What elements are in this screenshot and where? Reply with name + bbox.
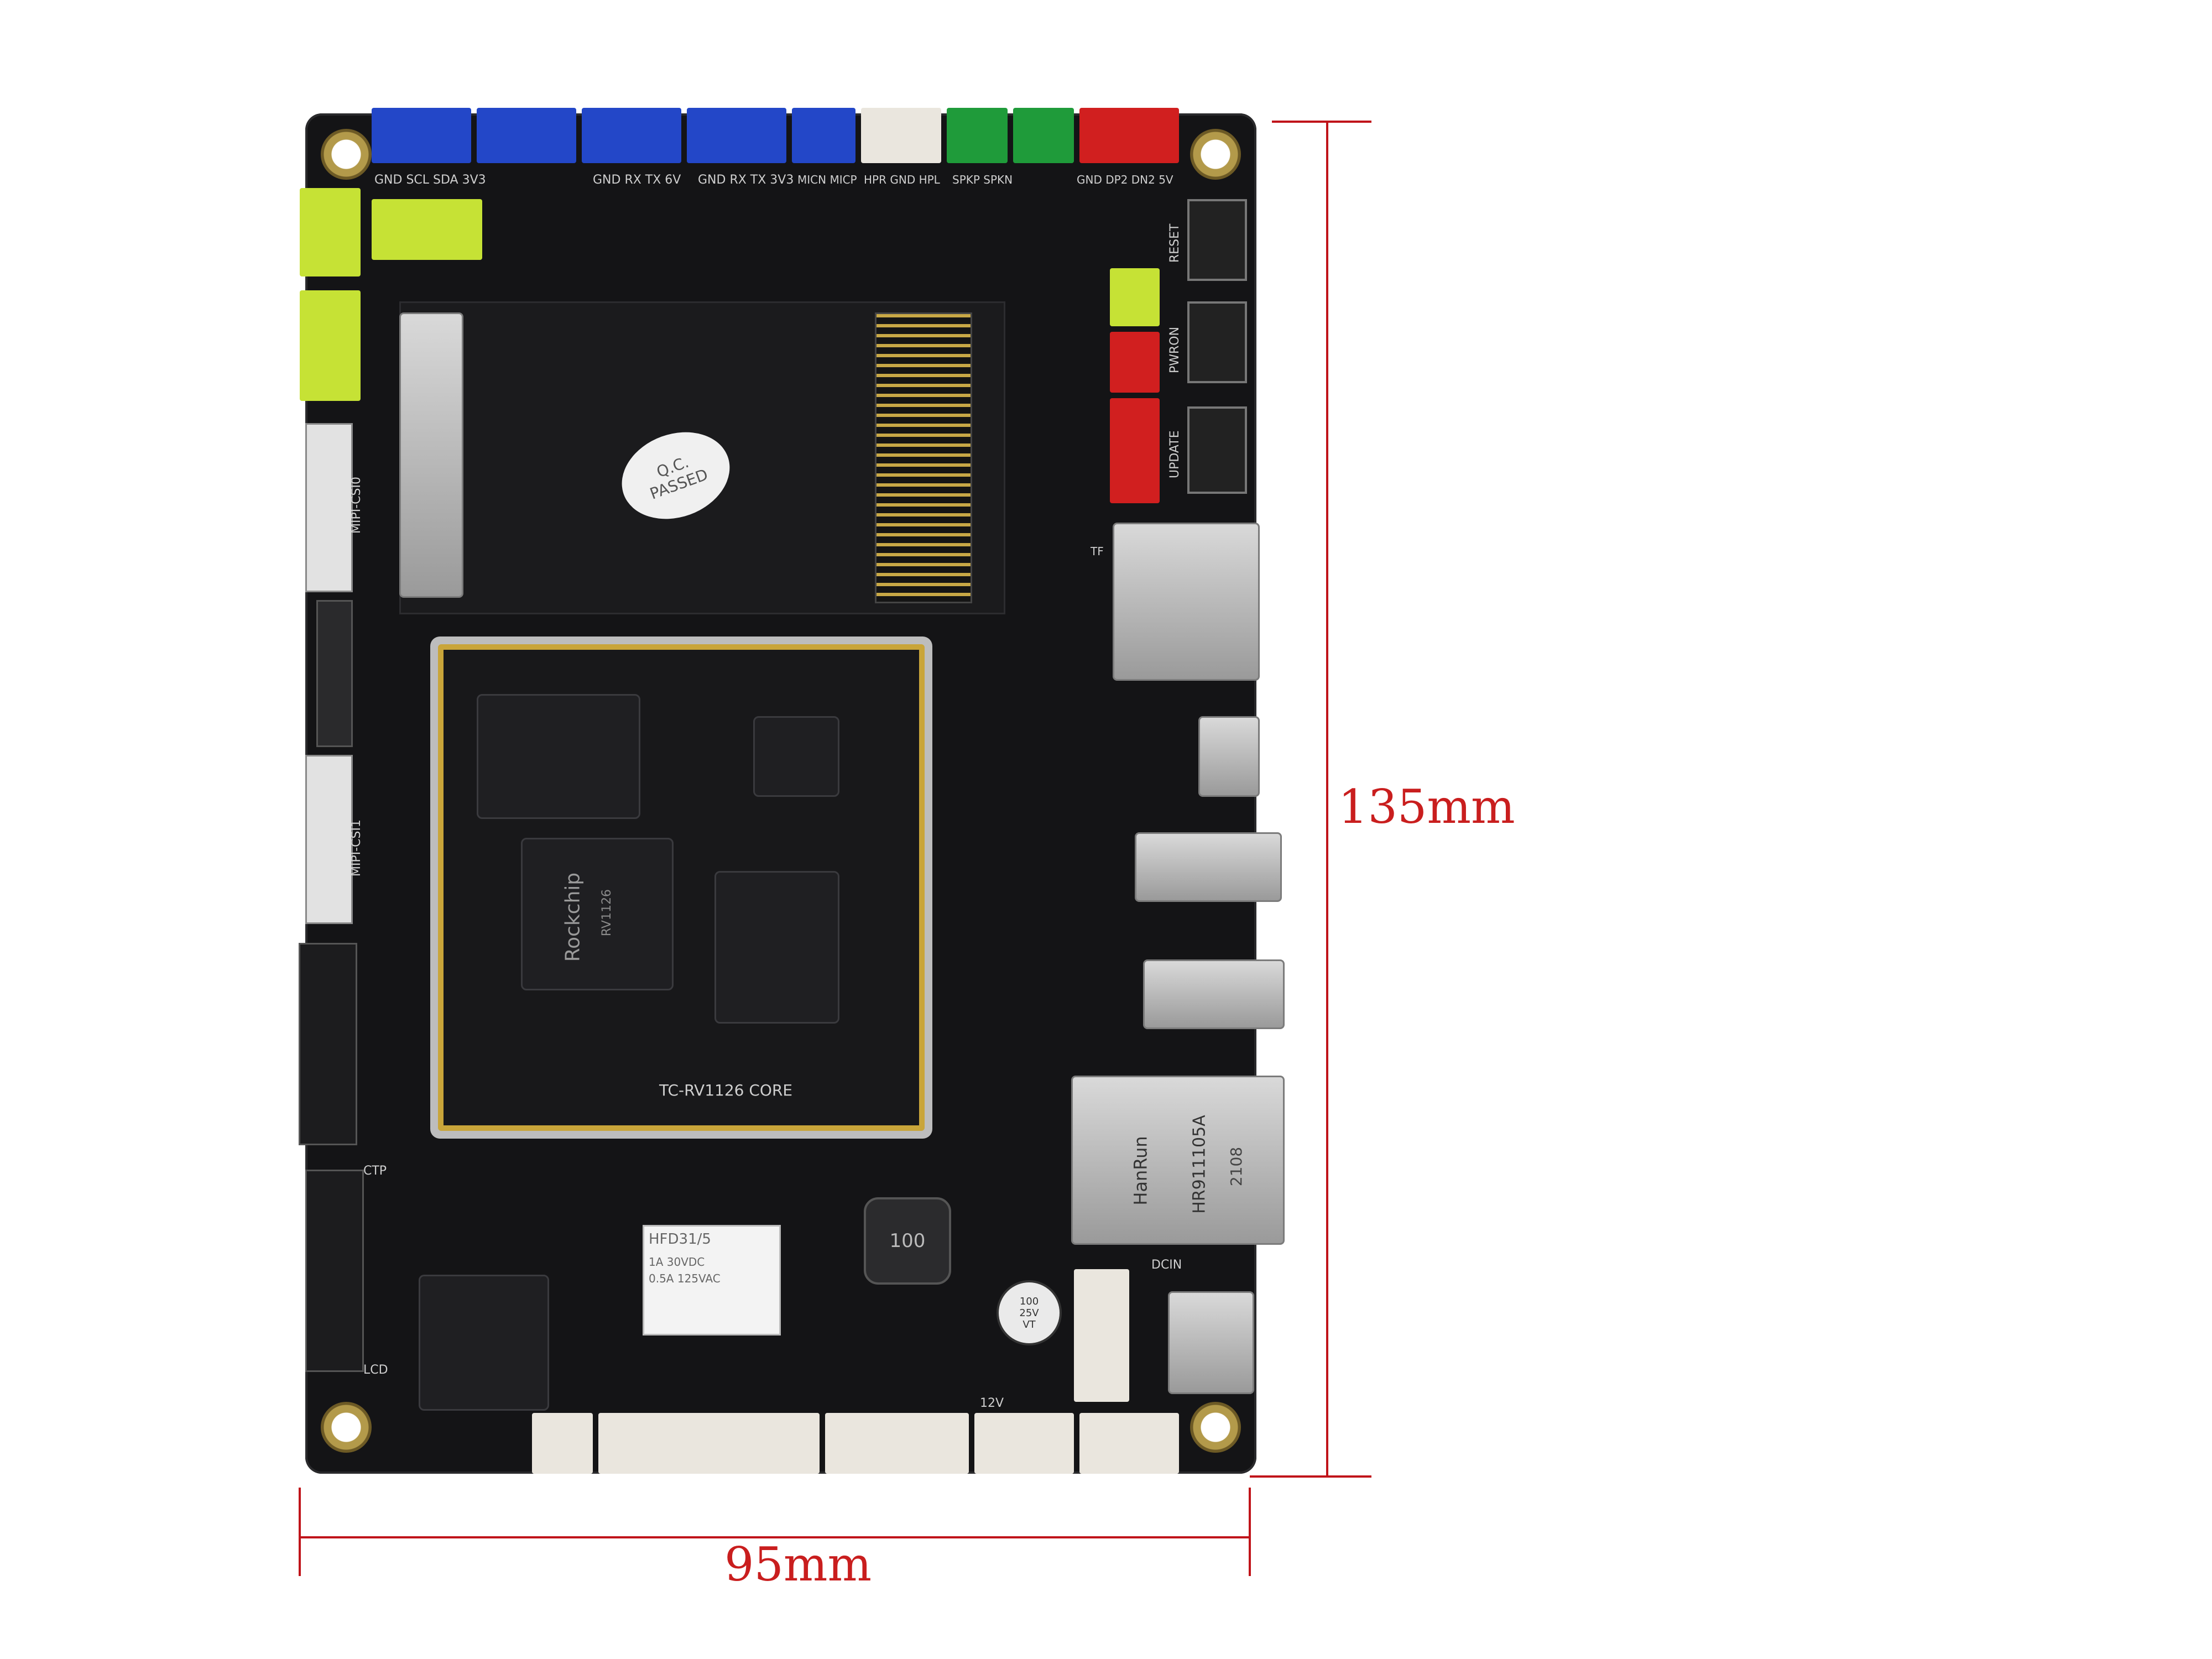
connector-yellow-left-3 <box>300 290 361 401</box>
width-dimension-right-tick <box>1249 1488 1251 1576</box>
ctp-connector <box>299 943 357 1145</box>
connector-yellow-left-1 <box>300 188 361 276</box>
connector-blue-2 <box>477 108 576 163</box>
label-top-conn6: SPKP SPKN <box>952 173 1013 186</box>
connector-blue-3 <box>582 108 681 163</box>
height-dimension-label: 135mm <box>1338 780 1515 834</box>
connector-white-bottom-1 <box>532 1413 593 1474</box>
capacitor: 100 25V VT <box>997 1280 1062 1345</box>
label-top-conn2: GND RX TX 6V <box>593 173 681 187</box>
sim-holder-bracket <box>399 312 463 598</box>
pwron-button <box>1187 301 1247 383</box>
width-dimension-line <box>299 1536 1251 1538</box>
connector-yellow-right <box>1110 268 1160 326</box>
ethernet-code: 2108 <box>1227 1146 1246 1187</box>
label-top-conn5: HPR GND HPL <box>864 173 940 186</box>
label-top-conn3: GND RX TX 3V3 <box>698 173 794 187</box>
usb-port-2 <box>1143 959 1285 1029</box>
connector-white-bottom-3 <box>825 1413 969 1474</box>
label-top-conn4: MICN MICP <box>797 173 857 186</box>
emmc-chip <box>714 871 839 1024</box>
mount-hole-bottom-left <box>321 1402 372 1453</box>
wifi-module <box>419 1275 549 1411</box>
width-dimension-label: 95mm <box>724 1537 872 1592</box>
micro-usb-port <box>1198 716 1260 797</box>
reset-button <box>1187 199 1247 281</box>
label-top-conn1: GND SCL SDA 3V3 <box>374 173 486 187</box>
pmic-chip <box>753 716 839 797</box>
connector-red-right-2 <box>1110 398 1160 503</box>
height-dimension-top-tick <box>1272 121 1371 123</box>
connector-green-1 <box>947 108 1008 163</box>
height-dimension-bottom-tick <box>1250 1475 1371 1478</box>
pcb-board: GND SCL SDA 3V3 GND RX TX 6V GND RX TX 3… <box>299 108 1285 1474</box>
relay-rating-1: 1A 30VDC <box>649 1255 705 1269</box>
ethernet-port: HanRun HR911105A 2108 <box>1071 1076 1285 1245</box>
label-dcin: DCIN <box>1151 1258 1182 1272</box>
connector-white-right <box>1074 1269 1129 1402</box>
connector-white-top <box>861 108 941 163</box>
mipi-csi0-connector <box>305 423 353 592</box>
ethernet-model: HR911105A <box>1190 1115 1209 1214</box>
relay: HFD31/5 1A 30VDC 0.5A 125VAC <box>643 1225 781 1335</box>
label-reset: RESET <box>1168 223 1182 263</box>
connector-white-bottom-5 <box>1079 1413 1179 1474</box>
ethernet-brand: HanRun <box>1130 1136 1151 1206</box>
relay-rating-2: 0.5A 125VAC <box>649 1272 721 1285</box>
inductor: 100 <box>864 1197 951 1285</box>
soc-brand: Rockchip <box>561 872 585 962</box>
connector-white-bottom-2 <box>598 1413 820 1474</box>
fpc-connector-2 <box>316 600 353 747</box>
label-tf: TF <box>1091 545 1104 558</box>
usb-port-1 <box>1135 832 1282 902</box>
connector-blue-1 <box>372 108 471 163</box>
connector-blue-4 <box>687 108 786 163</box>
connector-red-right-1 <box>1110 332 1160 393</box>
label-lcd: LCD <box>363 1363 388 1377</box>
mipi-csi1-connector <box>305 755 353 924</box>
label-ctp: CTP <box>363 1164 387 1178</box>
connector-green-2 <box>1013 108 1074 163</box>
dc-power-jack <box>1168 1291 1254 1394</box>
ram-chip-1 <box>477 694 640 819</box>
label-update: UPDATE <box>1168 430 1182 478</box>
mount-hole-top-left <box>321 129 372 180</box>
label-mipi1: MIPI-CSI1 <box>349 820 363 877</box>
mount-hole-top-right <box>1190 129 1241 180</box>
lcd-connector <box>305 1170 364 1372</box>
soc-chip: Rockchip RV1126 <box>521 838 674 990</box>
label-top-conn7: GND DP2 DN2 5V <box>1077 173 1173 186</box>
label-12v: 12V <box>980 1396 1004 1410</box>
connector-blue-5 <box>792 108 855 163</box>
core-label: TC-RV1126 CORE <box>659 1081 793 1099</box>
width-dimension-left-tick <box>299 1488 301 1576</box>
m2-slot <box>875 312 972 603</box>
tf-card-slot <box>1113 523 1260 681</box>
relay-model: HFD31/5 <box>649 1231 711 1248</box>
update-button <box>1187 406 1247 494</box>
label-pwron: PWRON <box>1168 326 1182 373</box>
connector-red-top <box>1079 108 1179 163</box>
soc-model: RV1126 <box>600 889 614 937</box>
label-mipi0: MIPI-CSI0 <box>349 477 363 534</box>
mount-hole-bottom-right <box>1190 1402 1241 1453</box>
connector-white-bottom-4 <box>974 1413 1074 1474</box>
connector-yellow-left-2 <box>372 199 482 260</box>
height-dimension-line <box>1326 121 1328 1477</box>
